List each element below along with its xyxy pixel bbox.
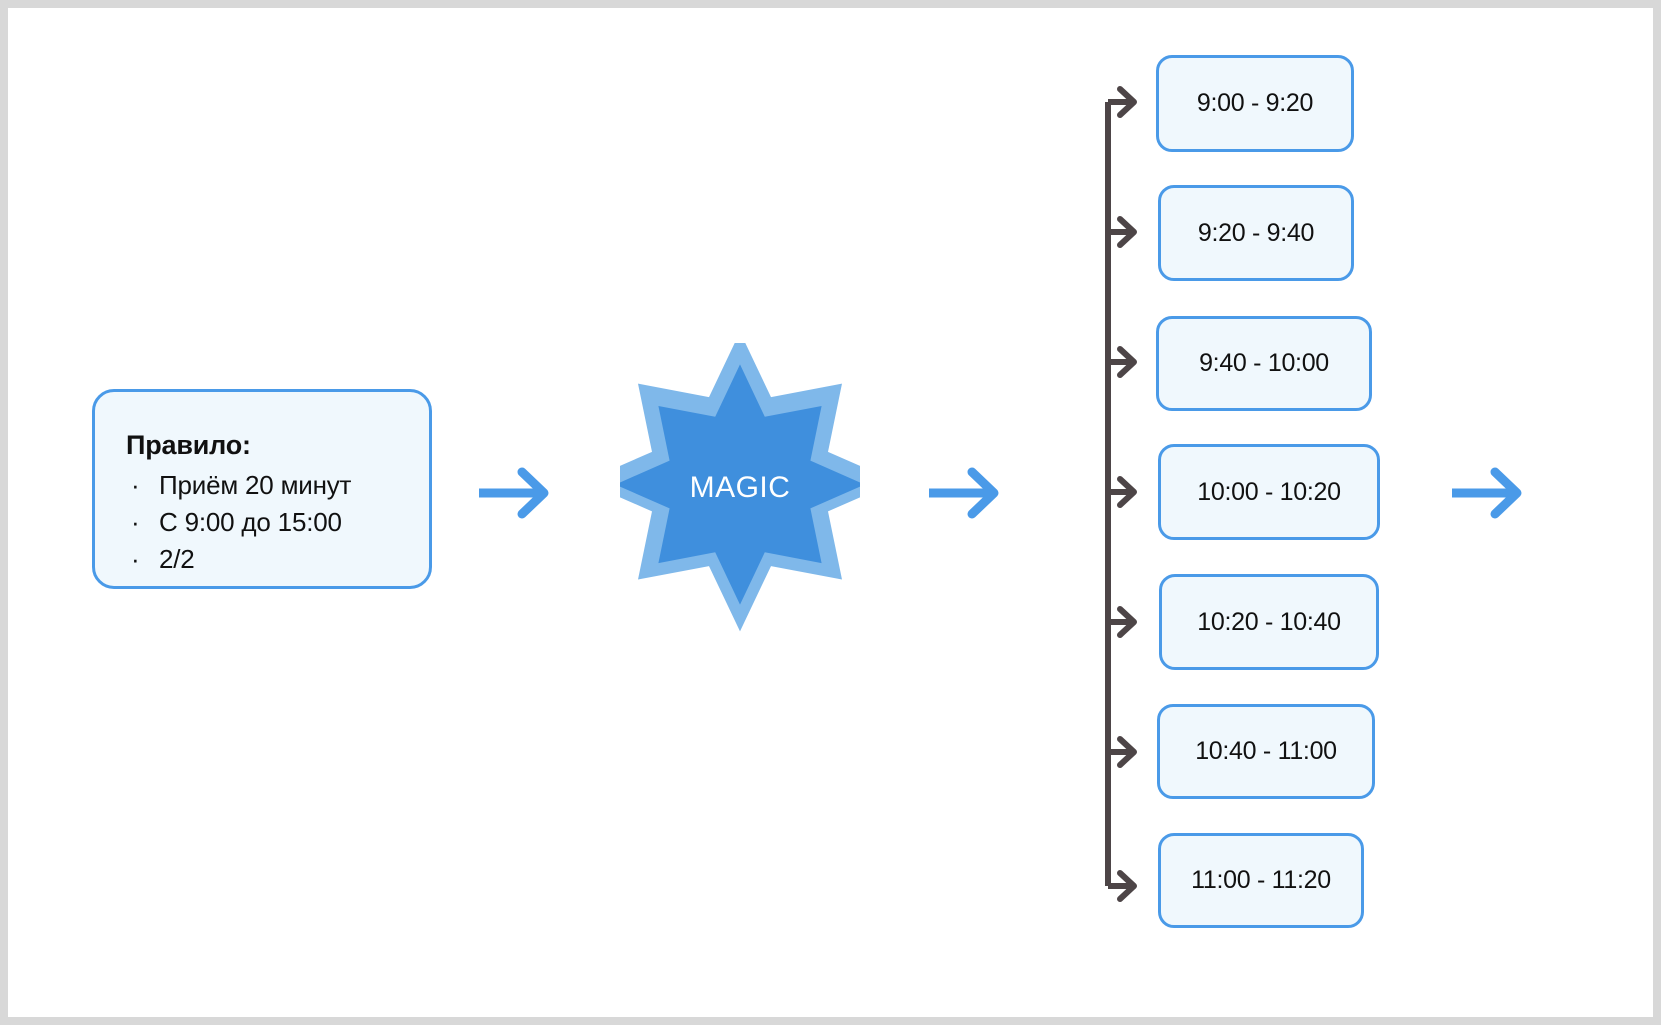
rule-item-label: 2/2 [159, 544, 195, 574]
bullet-glyph: · [131, 470, 140, 500]
list-item: · Приём 20 минут [121, 467, 351, 504]
arrow-right-icon-branch [1117, 606, 1137, 638]
arrow-right-icon-branch [1117, 86, 1137, 118]
time-slot-label: 9:40 - 10:00 [1199, 349, 1329, 377]
time-slot-label: 10:00 - 10:20 [1197, 477, 1341, 506]
diagram-canvas: Правило: · Приём 20 минут · С 9:00 до 15… [8, 8, 1653, 1017]
time-slot-card[interactable]: 10:00 - 10:20 [1158, 444, 1380, 540]
time-slot-card[interactable]: 10:40 - 11:00 [1157, 704, 1375, 799]
arrow-right-icon-branch [1117, 216, 1137, 248]
rule-item-label: Приём 20 минут [159, 470, 352, 500]
arrow-right-icon-rule-to-magic [479, 467, 549, 519]
arrow-right-icon-branch [1117, 736, 1137, 768]
arrow-right-icon-output [1452, 467, 1522, 519]
time-slot-label: 11:00 - 11:20 [1191, 866, 1331, 894]
time-slot-label: 9:20 - 9:40 [1197, 218, 1315, 247]
bullet-glyph: · [131, 544, 140, 574]
arrow-right-icon-branch [1117, 346, 1137, 378]
star-inner-layer [615, 364, 865, 605]
time-slot-label: 10:20 - 10:40 [1197, 607, 1341, 636]
arrow-right-icon-magic-to-slots [929, 467, 999, 519]
list-item: · 2/2 [121, 541, 351, 578]
time-slot-card[interactable]: 11:00 - 11:20 [1158, 833, 1364, 928]
magic-star[interactable]: MAGIC [584, 331, 896, 633]
arrow-right-icon-branch [1117, 476, 1137, 508]
time-slot-label: 10:40 - 11:00 [1195, 737, 1337, 765]
bullet-glyph: · [131, 507, 140, 537]
star-shape [584, 331, 896, 632]
time-slot-card[interactable]: 9:20 - 9:40 [1158, 185, 1354, 281]
time-slot-label: 9:00 - 9:20 [1196, 89, 1314, 117]
branch-connector-tree [1105, 86, 1137, 902]
time-slot-card[interactable]: 9:00 - 9:20 [1156, 55, 1354, 152]
time-slot-card[interactable]: 10:20 - 10:40 [1159, 574, 1379, 670]
arrow-right-icon-branch [1117, 870, 1137, 902]
rule-card-list: · Приём 20 минут · С 9:00 до 15:00 · 2/2 [121, 467, 351, 578]
rule-card[interactable]: Правило: · Приём 20 минут · С 9:00 до 15… [92, 389, 432, 589]
time-slot-card[interactable]: 9:40 - 10:00 [1156, 316, 1372, 411]
rule-card-title: Правило: [126, 430, 251, 460]
rule-item-label: С 9:00 до 15:00 [159, 507, 342, 537]
list-item: · С 9:00 до 15:00 [121, 504, 351, 541]
